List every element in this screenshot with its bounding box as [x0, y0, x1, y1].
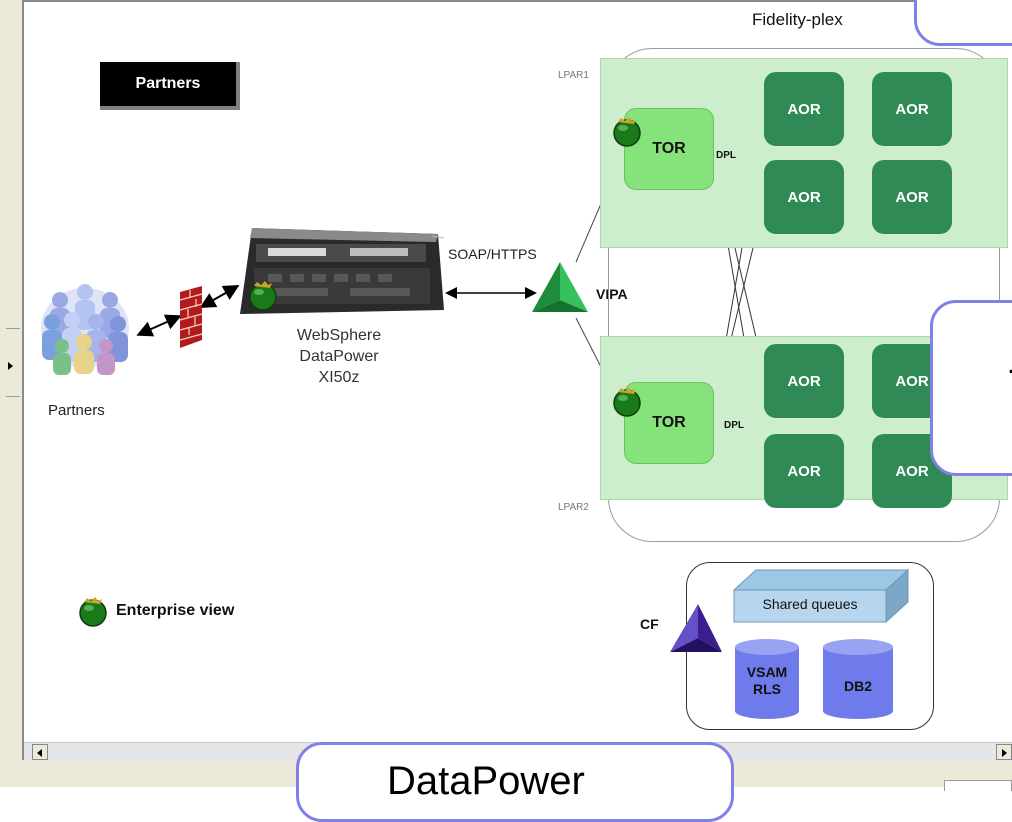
top-border	[24, 0, 1012, 2]
vsam-label-line: RLS	[753, 681, 781, 697]
protocol-label: SOAP/HTTPS	[448, 246, 537, 262]
dpl-label: DPL	[716, 150, 736, 161]
db2-label: DB2	[843, 678, 872, 694]
arrow-right-icon	[1002, 749, 1007, 757]
datapower-label-line: DataPower	[299, 348, 379, 365]
scroll-left-button[interactable]	[32, 744, 48, 760]
vsam-label: VSAM RLS	[734, 664, 800, 698]
callout-bottom: DataPower	[296, 742, 734, 822]
aor-region: AOR	[872, 72, 952, 146]
callout-top-right	[914, 0, 1012, 46]
datapower-label-line: WebSphere	[296, 327, 382, 344]
partners-label: Partners	[48, 402, 105, 419]
tor-region-1: TOR	[624, 108, 714, 190]
aor-region: AOR	[764, 344, 844, 418]
green-globe-icon	[249, 281, 277, 311]
dpl-label: DPL	[724, 420, 744, 431]
lpar2-label: LPAR2	[558, 502, 589, 513]
frame-tick	[6, 396, 20, 397]
people-group-icon	[41, 284, 129, 375]
cylinder-database-icon	[735, 639, 799, 719]
shared-queues-label: Shared queues	[762, 596, 858, 612]
green-globe-icon	[613, 117, 641, 147]
status-field	[944, 780, 1012, 791]
box-3d-icon	[732, 568, 910, 624]
aor-region: AOR	[872, 160, 952, 234]
callout-right-text: .	[1007, 347, 1012, 381]
frame-divider	[22, 0, 24, 760]
callout-bottom-text: DataPower	[387, 759, 585, 803]
datapower-label-line: XI50z	[318, 369, 360, 386]
legend-label: Enterprise view	[116, 602, 235, 619]
brick-firewall-icon	[179, 286, 203, 348]
green-pyramid-icon	[532, 262, 588, 312]
aor-region: AOR	[764, 434, 844, 508]
partners-button[interactable]: Partners	[100, 62, 240, 110]
green-globe-icon	[613, 387, 641, 417]
aor-region: AOR	[764, 72, 844, 146]
lpar1-label: LPAR1	[558, 70, 589, 81]
datapower-label: WebSphere DataPower XI50z	[284, 325, 394, 388]
arrow-left-icon	[37, 749, 42, 757]
cf-label: CF	[640, 616, 659, 632]
datapower-appliance-icon	[240, 228, 445, 314]
vsam-label-line: VSAM	[746, 664, 788, 680]
aor-region: AOR	[764, 160, 844, 234]
purple-pyramid-icon	[670, 604, 722, 652]
plex-title: Fidelity-plex	[752, 10, 843, 29]
green-globe-icon	[79, 597, 107, 627]
tor-region-2: TOR	[624, 382, 714, 464]
vipa-label: VIPA	[596, 286, 628, 302]
partners-button-label: Partners	[100, 62, 236, 106]
frame-tick	[6, 328, 20, 329]
window-left-frame	[0, 0, 24, 787]
cylinder-database-icon	[823, 639, 893, 719]
callout-right: .	[930, 300, 1012, 476]
expand-arrow-icon[interactable]	[8, 362, 13, 370]
scroll-right-button[interactable]	[996, 744, 1012, 760]
sysplex-boundary	[608, 48, 1000, 542]
